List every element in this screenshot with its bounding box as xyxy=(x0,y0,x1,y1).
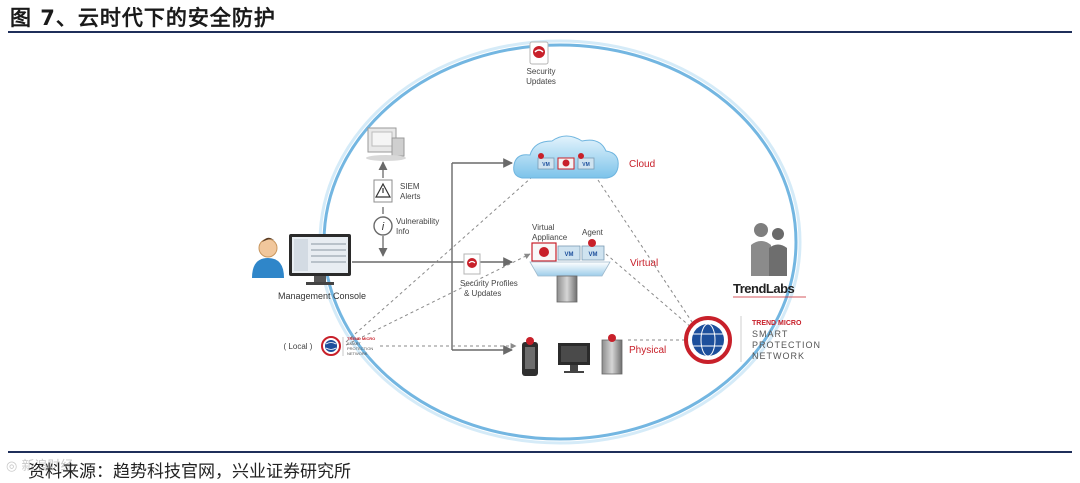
virtual-label: Virtual xyxy=(630,258,658,269)
siem-label-2: Alerts xyxy=(400,192,420,201)
trendlabs-logo-trend: Trend xyxy=(733,281,766,296)
security-profiles-label-2: & Updates xyxy=(464,289,501,298)
management-console-label: Management Console xyxy=(278,291,366,301)
virtual-appliance-icon xyxy=(529,239,611,303)
physical-label: Physical xyxy=(629,345,666,356)
spn-line-4: NETWORK xyxy=(752,351,805,361)
trendlabs-logo-labs: Labs xyxy=(766,281,795,296)
local-badge-line-3: PROTECTION xyxy=(347,346,373,351)
svg-text:i: i xyxy=(382,221,385,233)
local-badge-line-4: NETWORK xyxy=(347,351,368,356)
virtual-vm-2: VM xyxy=(589,252,598,258)
top-rule xyxy=(8,31,1072,33)
spn-line-1: TREND MICRO xyxy=(752,320,802,327)
local-label: ( Local ) xyxy=(284,342,313,351)
cloud-vm-right: VM xyxy=(582,162,590,168)
orbit-ellipse xyxy=(322,43,798,441)
physical-devices-icon xyxy=(522,334,623,376)
bottom-rule xyxy=(8,451,1072,453)
watermark: ◎ 新浪财经 xyxy=(6,459,74,474)
info-icon: i xyxy=(373,216,393,236)
siem-alert-icon xyxy=(373,179,393,203)
siem-label-1: SIEM xyxy=(400,182,420,191)
security-updates-label-1: Security xyxy=(527,67,556,76)
security-profiles-label-1: Security Profiles xyxy=(460,279,518,288)
trendlabs-people-icon xyxy=(751,223,787,276)
spn-line-2: SMART xyxy=(752,329,788,339)
virtual-appliance-label-2: Appliance xyxy=(532,233,568,242)
admin-user-icon xyxy=(252,237,284,278)
security-profiles-icon xyxy=(463,253,481,275)
virtual-appliance-label-1: Virtual xyxy=(532,223,555,232)
spn-globe-icon xyxy=(684,316,742,364)
security-updates-label-2: Updates xyxy=(526,77,556,86)
vulnerability-label-2: Info xyxy=(396,227,410,236)
figure-source: 资料来源：趋势科技官网，兴业证券研究所 xyxy=(28,462,351,482)
virtual-vm-1: VM xyxy=(565,252,574,258)
local-spn-logo xyxy=(321,336,344,356)
local-badge-line-1: TREND MICRO xyxy=(347,336,375,341)
local-badge-line-2: SMART xyxy=(347,341,361,346)
cloud-label: Cloud xyxy=(629,159,655,170)
figure-title: 图 7、云时代下的安全防护 xyxy=(10,6,276,30)
spn-line-3: PROTECTION xyxy=(752,340,821,350)
cloud-vm-left: VM xyxy=(542,162,550,168)
management-console-monitor xyxy=(289,234,351,285)
security-updates-icon xyxy=(529,41,549,65)
agent-label: Agent xyxy=(582,228,604,237)
vulnerability-label-1: Vulnerability xyxy=(396,217,439,226)
svg-text:TrendLabs: TrendLabs xyxy=(733,281,795,296)
cloud-icon xyxy=(513,135,619,179)
siem-server-icon xyxy=(366,127,406,161)
